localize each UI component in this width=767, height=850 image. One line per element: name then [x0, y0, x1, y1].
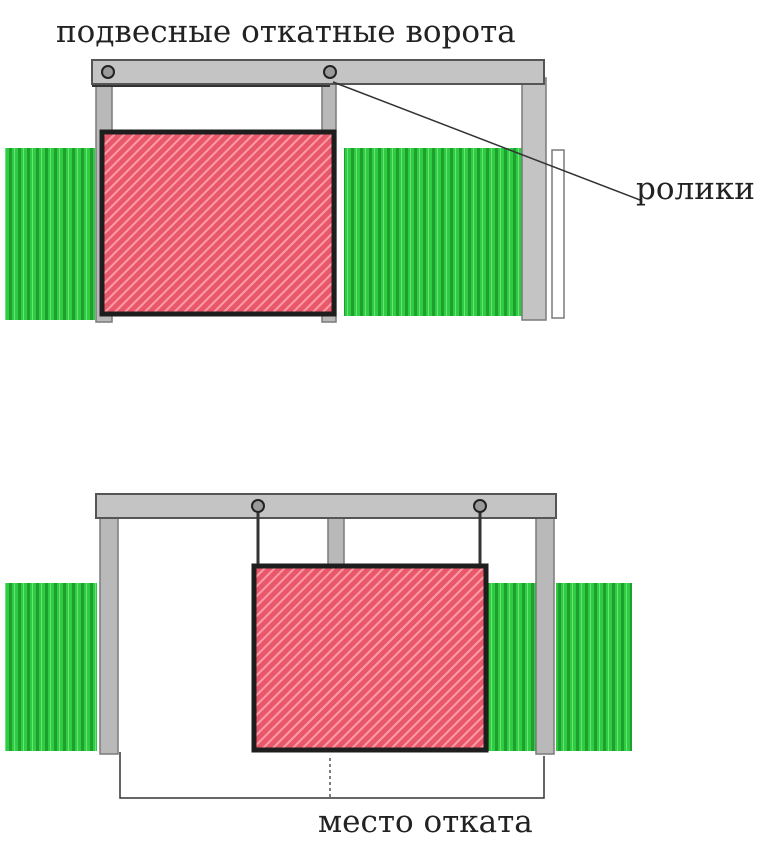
roller-2 [323, 65, 337, 79]
gate-leaf-open [251, 563, 489, 753]
roller-2-bottom [473, 499, 487, 513]
post-left-bottom [99, 507, 119, 755]
roller-1 [101, 65, 115, 79]
gate-leaf-closed [99, 129, 337, 317]
top-beam [91, 59, 545, 85]
fence-right [344, 148, 522, 316]
rollback-label: место отката [318, 804, 533, 840]
rollback-dimension-line [119, 752, 545, 799]
top-diagram: подвесные откатные ворота ролики [5, 14, 755, 323]
rollers-label: ролики [636, 171, 755, 207]
roller-1-bottom [251, 499, 265, 513]
fence-right-edge [551, 149, 565, 319]
fence-right-bottom [488, 583, 538, 751]
rollers-leader-line [332, 81, 641, 201]
fence-far-right-bottom [556, 583, 632, 751]
bottom-diagram: место отката [5, 493, 632, 840]
post-right [521, 77, 547, 321]
fence-left-bottom [5, 583, 97, 751]
fence-left [5, 148, 95, 320]
post-right-bottom [535, 509, 555, 755]
title-label: подвесные откатные ворота [56, 14, 516, 50]
